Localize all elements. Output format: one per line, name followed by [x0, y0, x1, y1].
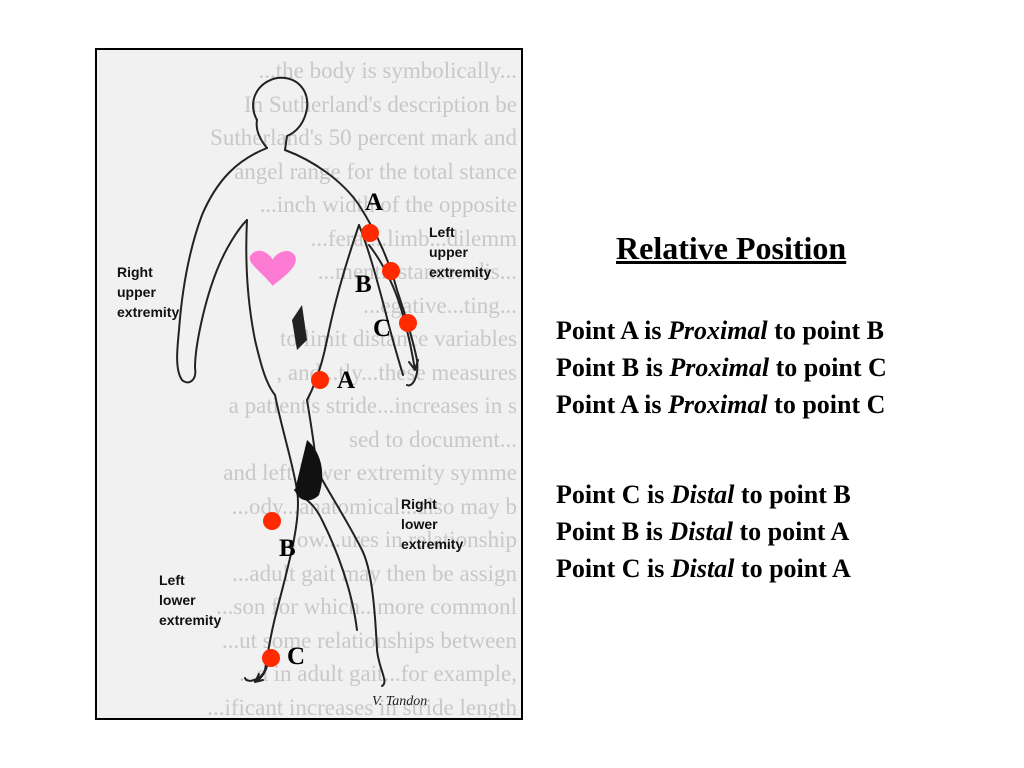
label-right-upper-extremity: Right upper extremity: [117, 264, 180, 320]
statement-prefix: Point C is: [556, 480, 671, 509]
background-text-line: to limit distance variables: [280, 326, 517, 351]
statement-term: Distal: [669, 517, 733, 546]
background-text-line: Sutherland's 50 percent mark and: [210, 125, 517, 150]
hip-shadow: [292, 305, 307, 350]
proximal-statement: Point A is Proximal to point B: [556, 316, 884, 346]
arm-point-c-label: C: [373, 315, 392, 342]
statement-suffix: to point A: [734, 554, 851, 583]
arm-point-a-marker: [361, 224, 379, 242]
statement-term: Distal: [670, 480, 735, 509]
statement-prefix: Point B is: [556, 353, 670, 382]
statement-prefix: Point B is: [556, 517, 670, 546]
proximal-statement: Point A is Proximal to point C: [556, 390, 885, 420]
background-text-line: angel range for the total stance: [234, 158, 517, 184]
statement-suffix: to point B: [767, 316, 884, 345]
anatomy-figure: ...the body is symbolically... In Sutherl…: [95, 48, 523, 720]
label-right-lower-extremity: Right lower extremity: [401, 496, 464, 552]
leg-point-b-marker: [263, 512, 281, 530]
arm-point-a-label: A: [365, 189, 384, 216]
torso-right-side: [245, 219, 276, 396]
arm-point-b-marker: [382, 262, 400, 280]
arm-point-c-marker: [399, 314, 417, 332]
background-text-line: ...ificant increases in stride length: [207, 694, 517, 720]
right-leg-outline: [306, 399, 386, 687]
distal-statement: Point C is Distal to point B: [556, 480, 851, 510]
statement-suffix: to point B: [734, 480, 851, 509]
background-text-line: ...ment...stance...dis...: [317, 259, 517, 284]
statement-prefix: Point A is: [556, 316, 668, 345]
background-book-text: ...the body is symbolically... In Sutherl…: [97, 50, 521, 718]
background-text-line: ...ody...anatomical...also may b: [231, 493, 517, 519]
right-arm-outline: [176, 147, 268, 384]
head-outline: [252, 76, 309, 151]
heart-icon: [249, 250, 296, 286]
body-outline-drawing: V. Tandon: [176, 76, 427, 709]
leg-point-c-marker: [262, 649, 280, 667]
statement-suffix: to point C: [767, 390, 886, 419]
background-text-line: and left lower extremity symme: [223, 460, 517, 485]
background-text-line: ...feral...limb...dilemm: [310, 225, 517, 251]
background-text-line: In Sutherland's description be: [243, 91, 517, 117]
proximal-statement: Point B is Proximal to point C: [556, 353, 887, 383]
statement-term: Distal: [670, 554, 735, 583]
arm-point-b-label: B: [355, 271, 372, 298]
leg-point-a-marker: [311, 371, 329, 389]
statement-term: Proximal: [667, 390, 768, 419]
leg-point-b-label: B: [279, 535, 296, 562]
background-text-line: sed to document...: [349, 426, 517, 452]
background-text-line: ...son for which...more commonl: [216, 594, 517, 619]
slide-title: Relative Position: [616, 230, 847, 266]
leg-point-c-label: C: [287, 643, 306, 670]
background-text-line: ...adult gait may then be assign: [232, 560, 517, 586]
background-text-line: ...egative...ting...: [363, 292, 517, 318]
distal-statement: Point B is Distal to point A: [556, 517, 849, 547]
statement-suffix: to point C: [769, 353, 887, 382]
background-text-line: ...d in adult gait...for example,: [239, 661, 517, 686]
label-left-upper-extremity: Left upper extremity: [429, 224, 492, 280]
background-text-line: ...inch width of the opposite: [259, 192, 517, 217]
statement-term: Proximal: [667, 316, 768, 345]
label-left-lower-extremity: Left lower extremity: [159, 572, 222, 628]
background-text-line: ...the body is symbolically...: [258, 58, 517, 83]
statement-prefix: Point A is: [556, 390, 668, 419]
statement-prefix: Point C is: [556, 554, 671, 583]
statement-term: Proximal: [669, 353, 770, 382]
left-arm-outline: [284, 149, 419, 387]
leg-point-a-label: A: [337, 367, 356, 394]
background-text-line: ...ow...ures in relationship: [279, 527, 517, 552]
statement-suffix: to point A: [733, 517, 850, 546]
thigh-shadow: [295, 440, 323, 501]
distal-statement: Point C is Distal to point A: [556, 554, 851, 584]
artist-signature: V. Tandon: [372, 694, 427, 709]
